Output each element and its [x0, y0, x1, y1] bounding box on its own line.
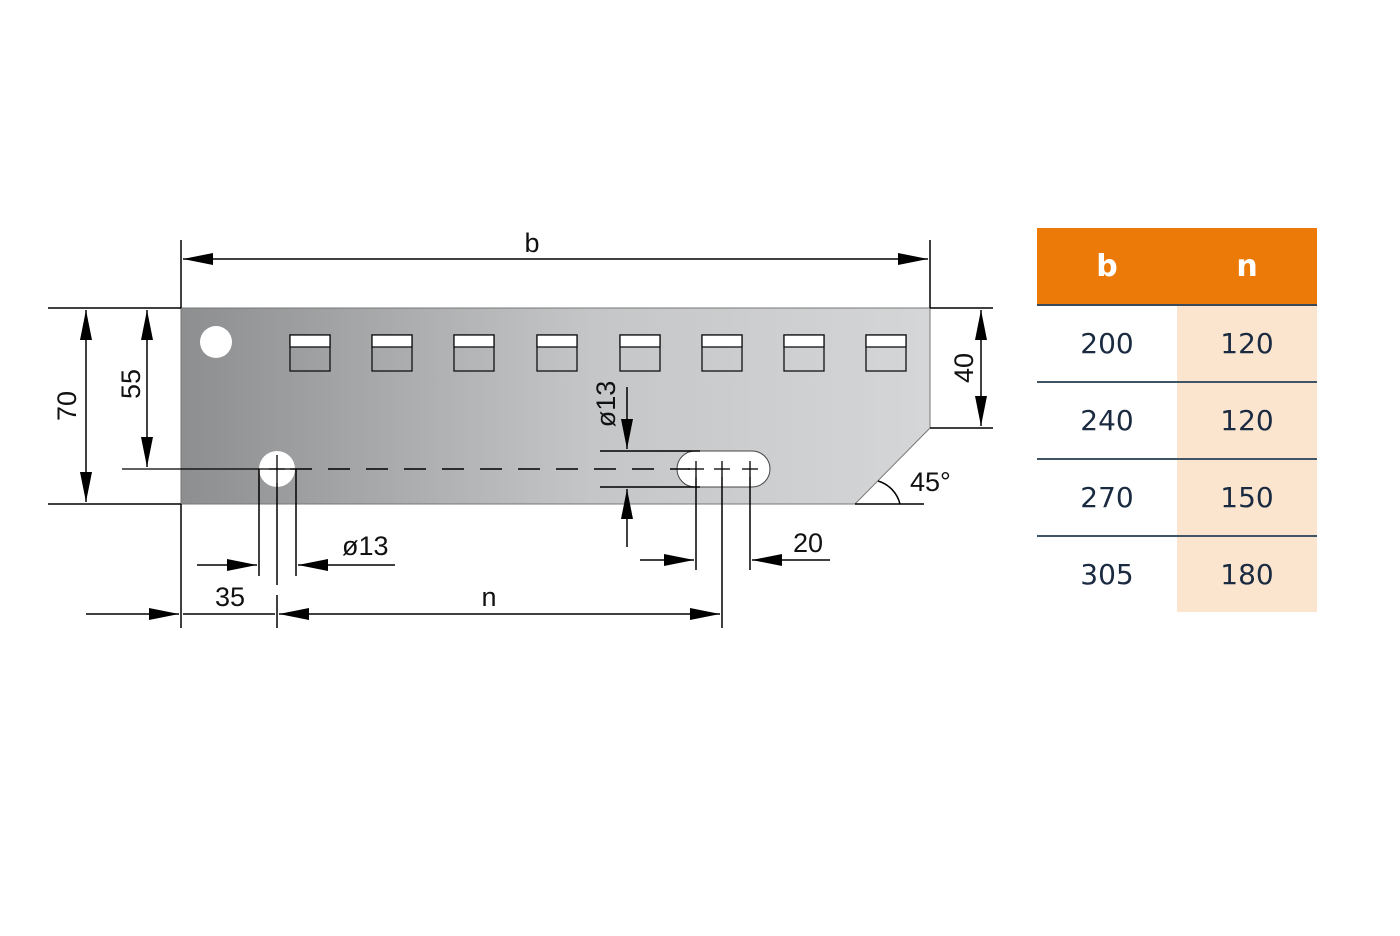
rectangular-slots: [289, 334, 907, 372]
cell-n: 180: [1177, 536, 1317, 612]
table-header-b: b: [1037, 228, 1177, 306]
table-row: 200 120: [1037, 305, 1317, 383]
dimension-b-label: b: [524, 228, 539, 258]
angle-label: 45°: [910, 467, 951, 497]
table-row: 240 120: [1037, 382, 1317, 460]
table-row: 305 180: [1037, 536, 1317, 612]
dimension-35-label: 35: [215, 582, 245, 612]
hole-diameter-label: ø13: [342, 531, 389, 561]
cell-n: 150: [1177, 459, 1317, 537]
cell-b: 305: [1080, 558, 1134, 591]
dimension-table: b n 200 120 240 120 270 150 305 180: [1037, 228, 1317, 612]
mounting-hole-top: [200, 326, 232, 358]
dimension-n-label: n: [481, 582, 496, 612]
slot-length-label: 20: [793, 528, 823, 558]
cell-b: 240: [1037, 382, 1177, 460]
dimension-70-label: 70: [52, 391, 82, 421]
dimension-40-label: 40: [949, 353, 979, 383]
center-crosses: [269, 455, 758, 483]
table-header-n: n: [1177, 228, 1317, 306]
cell-b: 270: [1037, 459, 1177, 537]
bracket-plate: [180, 307, 931, 505]
slot-diameter-label: ø13: [591, 381, 621, 428]
dimension-55-label: 55: [116, 369, 146, 399]
table-row: 270 150: [1037, 459, 1317, 537]
cell-n: 120: [1177, 382, 1317, 460]
cell-b: 200: [1037, 305, 1177, 383]
cell-n: 120: [1177, 305, 1317, 383]
